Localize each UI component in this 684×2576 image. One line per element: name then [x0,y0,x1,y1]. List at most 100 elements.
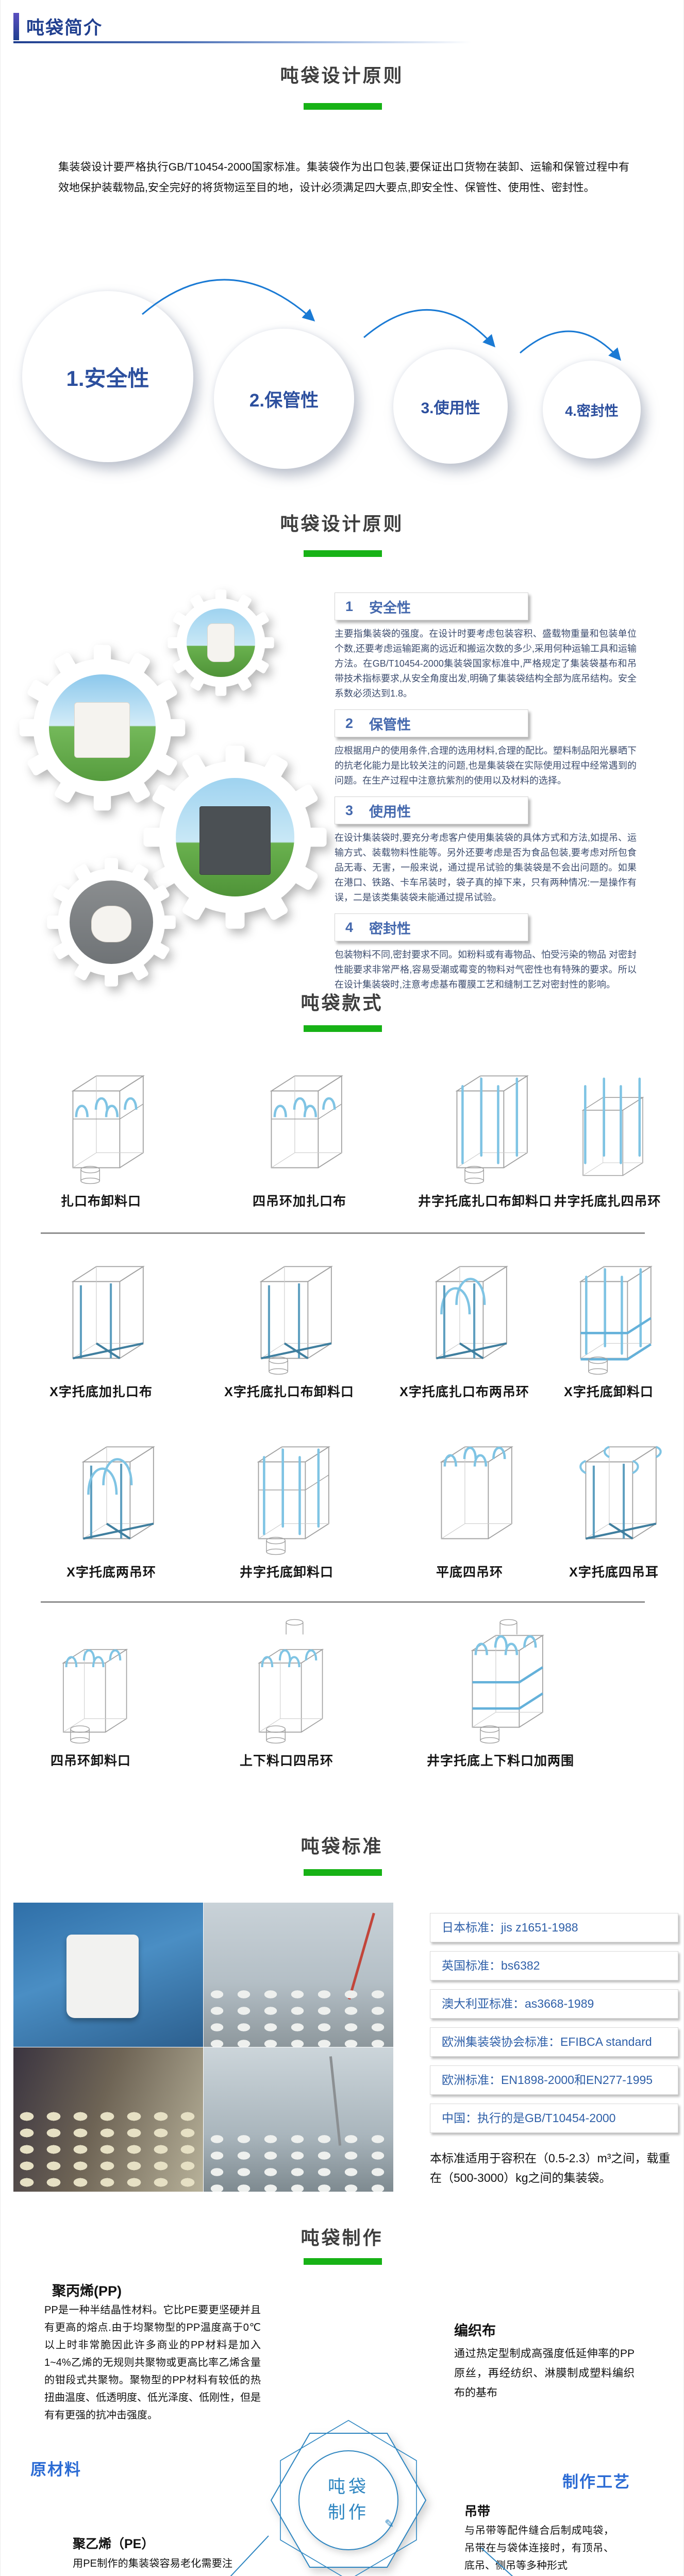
styles-title: 吨袋款式 [301,992,383,1013]
bag-diagram-icon [258,1619,323,1744]
gear-icon [16,641,189,814]
bag-style-label: 四吊环卸料口 [50,1754,131,1768]
item-text: 包装物料不同,密封要求不同。如粉料或有毒物品、怕受污染的物品 对密封性能要求非常… [335,950,637,990]
standard-entry: 中国：执行的是GB/T10454-2000 [430,2104,678,2133]
bubble-storage: 2.保管性 [214,329,354,469]
standard-entry: 欧洲标准：EN1898-2000和EN277-1995 [430,2065,678,2095]
bag-style-label: 井字托底上下料口加两围 [426,1754,574,1768]
decor-lines-icon [230,2535,513,2576]
sling-text: 与吊带等配件缝合后制成吨袋，吊带在与袋体连接时，有顶吊、底吊、侧吊等多种形式 [464,2525,614,2571]
bag-diagram-icon [62,1649,127,1744]
divider [41,1232,645,1234]
bag-style-label: X字托底两吊环 [66,1565,156,1580]
bag-diagram-icon [235,1266,343,1375]
divider [41,1601,645,1603]
standards-title-bar [304,1869,382,1876]
bag-photo-white-cube [48,674,156,782]
bag-diagram-icon [560,1428,668,1557]
photo-warehouse-bags [13,2047,203,2192]
item-header: 4 密封性 [335,913,528,941]
styles-title-bar [304,1025,382,1032]
bubble-sealing: 4.密封性 [543,361,641,459]
standards-title: 吨袋标准 [301,1836,383,1857]
item-header: 2 保管性 [335,709,528,737]
pp-heading: 聚丙烯(PP) [52,2283,122,2299]
bag-style-item: 四吊环加扎口布 [235,1057,364,1210]
hex-center-line1: 吨袋 [328,2477,369,2497]
bag-style-label: X字托底扎口布卸料口 [224,1385,354,1399]
bubble-usability: 3.使用性 [393,349,508,464]
bag-style-item: 井字托底扎口布卸料口 [408,1057,562,1210]
raw-material-label: 原材料 [30,2461,81,2479]
making-title-bar [304,2258,382,2265]
standards-note: 本标准适用于容积在（0.5-2.3）m³之间，载重在（500-3000）kg之间… [430,2151,671,2184]
edit-icon: ✎ [385,2517,394,2530]
design2-title-bar [304,550,382,557]
weave-heading: 编织布 [454,2323,496,2338]
gear-icon [44,855,178,989]
item-text: 在设计集装袋时,要充分考虑客户使用集装袋的具体方式和方法,如提吊、运输方式、装载… [335,833,637,903]
bag-style-label: 扎口布卸料口 [60,1194,141,1209]
standards-photo-grid [13,1903,394,2192]
bag-style-label: 井字托底扎口布卸料口 [418,1194,552,1209]
bag-photo-round-white [70,880,153,964]
item-header: 1 安全性 [335,592,528,620]
gear-icon [140,742,330,933]
design-item: 3 使用性 在设计集装袋时,要充分考虑客户使用集装袋的具体方式和方法,如提吊、运… [335,796,637,905]
standard-entry: 澳大利亚标准：as3668-1989 [430,1989,678,2019]
bag-diagram-icon [555,1266,663,1375]
bag-diagram-icon [410,1266,519,1377]
bag-style-item: 上下料口四吊环 [214,1617,359,1769]
bag-diagram-icon [271,1075,342,1168]
bag-style-label: 井字托底扎四吊环 [554,1194,661,1209]
craft-label: 制作工艺 [562,2473,630,2491]
hex-center-line2: 制作 [328,2503,369,2522]
bag-style-item: 井字托底上下料口加两围 [382,1617,619,1769]
gear-photo-collage [16,587,333,992]
bag-style-label: X字托底加扎口布 [49,1385,153,1399]
bag-style-label: 上下料口四吊环 [239,1754,333,1768]
bag-style-item: X字托底两吊环 [47,1428,176,1581]
standard-entry: 日本标准：jis z1651-1988 [430,1913,678,1942]
bag-style-item: X字托底四吊耳 [547,1428,681,1581]
bag-diagram-icon [441,1446,512,1539]
making-title: 吨袋制作 [301,2227,383,2248]
item-text: 主要指集装袋的强度。在设计时要考虑包装容积、盛载物重量和包装单位个数,还要考虑运… [335,629,637,699]
bag-style-item: 扎口布卸料口 [37,1057,165,1210]
design2-title: 吨袋设计原则 [280,513,404,534]
design-item: 1 安全性 主要指集装袋的强度。在设计时要考虑包装容积、盛载物重量和包装单位个数… [335,592,637,701]
bag-style-item: 井字托底卸料口 [217,1428,356,1581]
gear-icon [165,587,276,698]
bag-style-item: X字托底加扎口布 [37,1248,165,1400]
bag-style-item: X字托底扎口布两吊环 [392,1248,537,1400]
bag-style-item: X字托底扎口布卸料口 [217,1248,361,1400]
pe-text: 用PE制作的集装袋容易老化需要注意保养 [73,2558,232,2569]
page-title: 吨袋简介 [26,18,103,38]
bag-style-label: X字托底扎口布两吊环 [399,1385,529,1399]
bag-style-label: X字托底卸料口 [564,1385,654,1399]
design1-title-bar [304,103,382,110]
item-header: 3 使用性 [335,796,528,824]
design1-paragraph: 集装袋设计要严格执行GB/T10454-2000国家标准。集装袋作为出口包装,要… [58,161,629,194]
sling-heading: 吊带 [464,2504,491,2519]
flow-arrows-icon [142,279,621,361]
photo-street-lifting [204,2047,393,2192]
pe-heading: 聚乙烯（PE） [73,2537,155,2551]
bag-style-label: X字托底四吊耳 [569,1565,659,1580]
design-item: 4 密封性 包装物料不同,密封要求不同。如粉料或有毒物品、怕受污染的物品 对密封… [335,913,637,992]
weave-text: 通过热定型制成高强度低延伸率的PP原丝，再经纺织、淋膜制成塑料编织布的基布 [454,2348,635,2399]
bag-diagram-icon [582,1057,643,1176]
design1-title: 吨袋设计原则 [280,65,404,86]
bag-style-item: 井字托底扎四吊环 [544,1057,671,1210]
bag-style-label: 四吊环加扎口布 [252,1194,346,1209]
item-text: 应根据用户的使用条件,合理的选用材料,合理的配比。塑料制品阳光暴晒下的抗老化能力… [335,745,637,786]
bag-diagram-icon [446,1619,555,1744]
hex-flow-diagram-icon: 吨袋 制作 ✎ [270,2420,427,2576]
photo-bag-yard-crane [204,1903,393,2047]
bag-diagram-icon [57,1446,165,1557]
bag-diagram-icon [47,1266,155,1377]
bag-diagram-icon [456,1075,528,1184]
bag-photo-round-top [186,608,256,677]
bag-style-item: 平底四吊环 [403,1428,537,1581]
